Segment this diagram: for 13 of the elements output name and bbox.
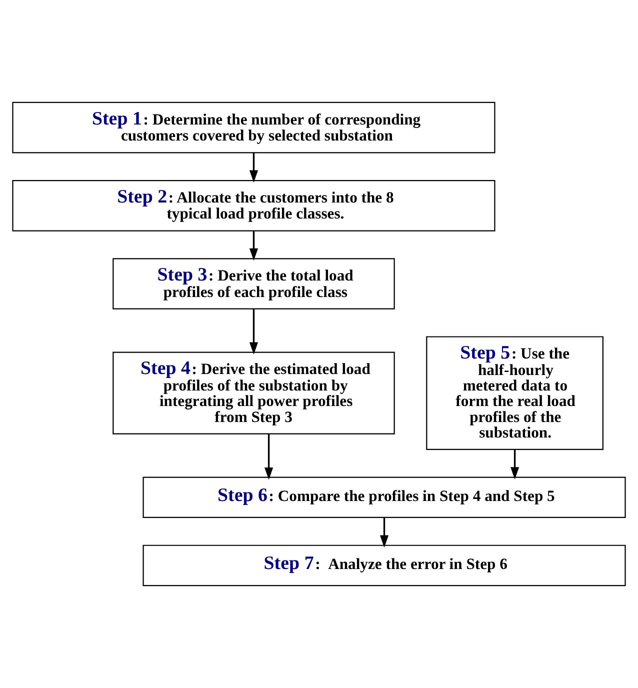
arrow [249,309,258,355]
node-box: Step 4: Derive the estimated load profiles of the substation by integrating all power profiles from Step 3 [112,352,395,434]
arrow [510,450,520,480]
arrow [380,518,389,548]
node-box: Step 2: Allocate the customers into the 8 typical load profile classes. [12,180,496,232]
node-box: Step 1: Determine the number of corresponding customers covered by selected substation [12,102,496,154]
arrow [249,152,258,183]
node-box: Step 3: Derive the total load profiles of each profile class [112,258,395,310]
arrow [249,230,258,261]
node-box: Step 6: Compare the profiles in Step 4 and Step 5 [142,476,626,518]
node-box: Step 7: Analyze the error in Step 6 [142,544,626,586]
node-box: Step 5: Use the half-hourly metered data to form the real load profiles of the substation. [426,336,604,450]
arrow [264,434,274,480]
